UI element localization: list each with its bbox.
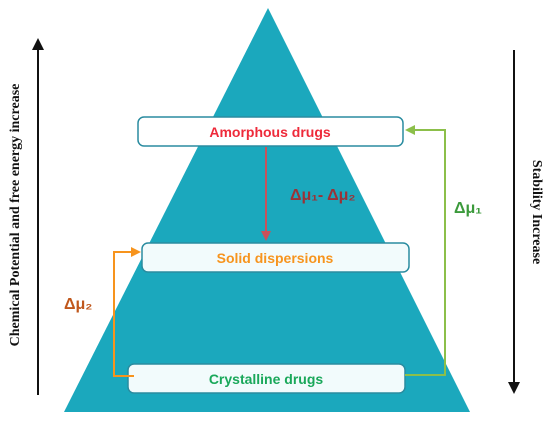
solid-dispersions-box — [141, 242, 410, 273]
amorphous-box — [137, 116, 404, 147]
amorphous-label: Amorphous drugs — [209, 124, 331, 140]
delta-mu1: Δμ₁ — [454, 200, 482, 217]
delta-mu1-minus-mu2: Δμ₁- Δμ₂ — [290, 187, 355, 204]
crystalline-label: Crystalline drugs — [209, 371, 324, 387]
left-axis-label: Chemical Potential and free energy incre… — [8, 84, 23, 347]
solid-dispersions-label: Solid dispersions — [217, 250, 334, 266]
delta-mu2: Δμ₂ — [64, 296, 92, 313]
right-axis-label: Stability Increase — [529, 160, 544, 264]
arrow-crystalline-to-amorphous — [405, 125, 446, 376]
crystalline-box — [127, 363, 406, 394]
arrow-crystalline-to-solid — [113, 247, 141, 377]
